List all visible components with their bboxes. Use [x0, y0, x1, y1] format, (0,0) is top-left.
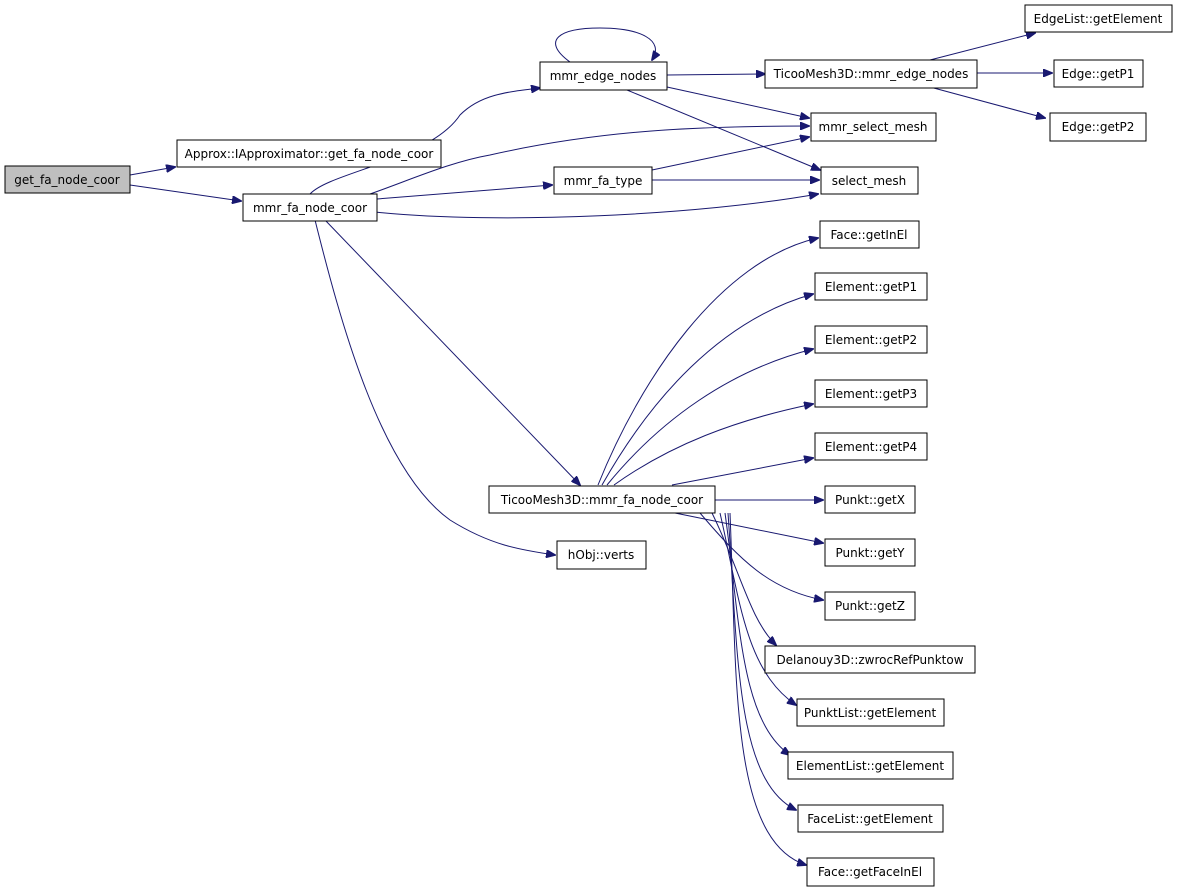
edge-fanode-to-edgenodes — [309, 88, 540, 195]
node-edge-getp2[interactable]: Edge::getP2 — [1049, 112, 1147, 142]
edge-fanode-to-hobj — [314, 219, 555, 555]
edge-ticoedge-to-edgelist — [929, 33, 1035, 61]
edge-ticofa-to-dela — [711, 512, 776, 645]
edge-ticofa-to-elp1 — [601, 294, 813, 486]
node-label: Delanouy3D::zwrocRefPunktow — [776, 653, 963, 667]
node-hobj-verts[interactable]: hObj::verts — [556, 540, 647, 570]
edge-fanode-to-sel — [374, 194, 818, 219]
node-face-getinel[interactable]: Face::getInEl — [819, 220, 920, 249]
node-edge-getp1[interactable]: Edge::getP1 — [1053, 59, 1144, 88]
node-element-getp4[interactable]: Element::getP4 — [814, 432, 928, 461]
node-element-getp1[interactable]: Element::getP1 — [814, 272, 928, 301]
node-label: TicooMesh3D::mmr_edge_nodes — [773, 67, 969, 81]
node-label: PunktList::getElement — [804, 706, 937, 720]
edge-ticofa-to-pz — [699, 512, 823, 600]
edge-ticofa-to-faceinel — [597, 238, 818, 486]
node-element-getp2[interactable]: Element::getP2 — [814, 325, 928, 354]
node-label: mmr_fa_node_coor — [253, 201, 367, 215]
node-facelist-getelement[interactable]: FaceList::getElement — [797, 804, 944, 833]
edge-edgenodes-to-selmmr — [666, 86, 809, 118]
node-label: Element::getP1 — [825, 280, 917, 294]
node-element-getp3[interactable]: Element::getP3 — [814, 379, 928, 408]
edge-ticofa-to-facein — [729, 512, 806, 865]
node-label: mmr_fa_type — [564, 174, 643, 188]
node-label: Face::getFaceInEl — [818, 865, 922, 879]
node-label: Element::getP4 — [825, 440, 917, 454]
node-mmr-fa-node-coor[interactable]: mmr_fa_node_coor — [242, 193, 378, 222]
edge-edgenodes-to-ticoedge — [666, 74, 765, 75]
edge-edgenodes-self — [555, 27, 656, 63]
node-label: Approx::IApproximator::get_fa_node_coor — [185, 147, 434, 161]
node-label: Element::getP3 — [825, 387, 917, 401]
node-ticoo-mmr-edge-nodes[interactable]: TicooMesh3D::mmr_edge_nodes — [764, 59, 978, 89]
node-punkt-getz[interactable]: Punkt::getZ — [824, 591, 916, 621]
edge-root-to-fanode — [129, 184, 241, 201]
node-punkt-getx[interactable]: Punkt::getX — [824, 485, 916, 514]
node-label: TicooMesh3D::mmr_fa_node_coor — [500, 493, 703, 507]
edge-fatype-to-selmmr — [651, 137, 809, 171]
node-get-fa-node-coor[interactable]: get_fa_node_coor — [4, 165, 131, 194]
edge-fanode-to-selmmr — [369, 126, 809, 195]
edge-ticofa-to-plist — [719, 512, 796, 705]
node-mmr-edge-nodes[interactable]: mmr_edge_nodes — [539, 61, 668, 91]
node-label: FaceList::getElement — [807, 812, 933, 826]
edge-ticofa-to-elp3 — [613, 404, 813, 486]
node-label: Face::getInEl — [831, 228, 908, 242]
edge-ticoedge-to-edgep2 — [929, 86, 1045, 118]
node-label: get_fa_node_coor — [14, 173, 120, 187]
edge-edgenodes-to-sel — [626, 89, 820, 170]
node-ticoo-mmr-fa-node-coor[interactable]: TicooMesh3D::mmr_fa_node_coor — [488, 485, 716, 514]
node-label: Edge::getP2 — [1062, 120, 1135, 134]
node-label: Punkt::getZ — [835, 599, 905, 613]
node-face-getfaceinel[interactable]: Face::getFaceInEl — [806, 857, 935, 887]
edge-fanode-to-fatype — [376, 185, 552, 200]
node-delanouy3d-zwrocrefpunktow[interactable]: Delanouy3D::zwrocRefPunktow — [764, 645, 976, 674]
node-elementlist-getelement[interactable]: ElementList::getElement — [787, 751, 954, 780]
node-label: mmr_select_mesh — [819, 120, 928, 134]
node-mmr-select-mesh[interactable]: mmr_select_mesh — [810, 112, 937, 142]
edge-fanode-to-ticofa — [324, 219, 580, 485]
node-approx-get-fa-node-coor[interactable]: Approx::IApproximator::get_fa_node_coor — [176, 139, 442, 168]
edges — [129, 27, 1052, 865]
node-select-mesh[interactable]: select_mesh — [820, 166, 919, 195]
node-label: hObj::verts — [568, 548, 634, 562]
edge-ticofa-to-ellist — [724, 512, 790, 755]
node-label: select_mesh — [832, 174, 907, 188]
edge-ticofa-to-py — [674, 512, 823, 543]
edge-ticofa-to-elp4 — [671, 458, 813, 486]
node-label: mmr_edge_nodes — [550, 69, 657, 83]
node-punkt-gety[interactable]: Punkt::getY — [824, 538, 916, 567]
node-label: Punkt::getY — [835, 546, 905, 560]
node-label: EdgeList::getElement — [1034, 12, 1163, 26]
edge-ticofa-to-elp2 — [606, 349, 813, 486]
edge-root-to-approx — [129, 167, 175, 176]
nodes: get_fa_node_coor Approx::IApproximator::… — [4, 4, 1173, 887]
node-mmr-fa-type[interactable]: mmr_fa_type — [553, 166, 653, 195]
node-edgelist-getelement[interactable]: EdgeList::getElement — [1024, 4, 1173, 33]
node-label: Punkt::getX — [835, 493, 905, 507]
node-label: Element::getP2 — [825, 333, 917, 347]
node-punktlist-getelement[interactable]: PunktList::getElement — [796, 698, 945, 727]
node-label: ElementList::getElement — [796, 759, 944, 773]
node-label: Edge::getP1 — [1062, 67, 1135, 81]
